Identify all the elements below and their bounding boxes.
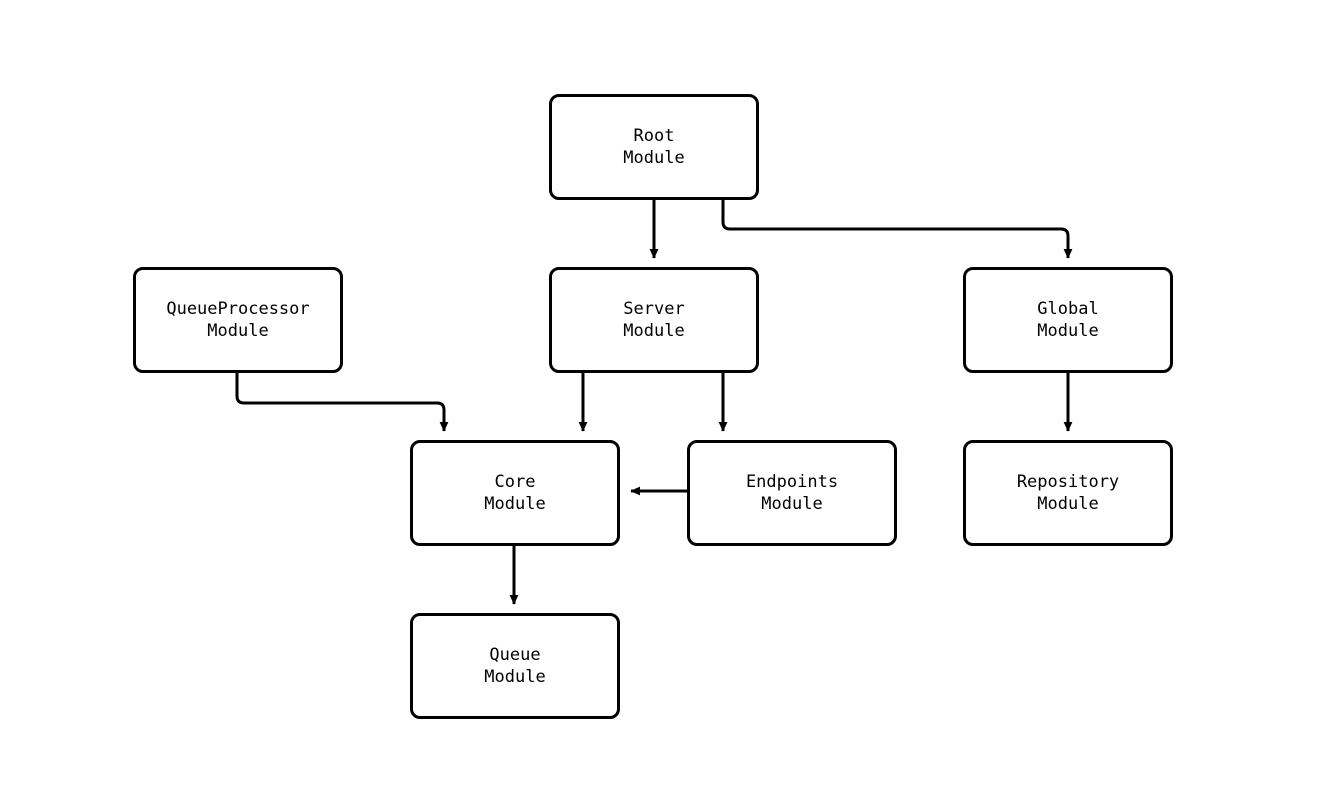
node-queueprocessor[interactable]: QueueProcessor Module	[133, 267, 343, 373]
node-label-endpoints: Endpoints Module	[745, 472, 839, 514]
node-label-repository: Repository Module	[1016, 472, 1120, 514]
node-core[interactable]: Core Module	[410, 440, 620, 546]
node-root[interactable]: Root Module	[549, 94, 759, 200]
node-label-server: Server Module	[623, 299, 685, 341]
node-label-global: Global Module	[1037, 299, 1099, 341]
node-label-queueprocessor: QueueProcessor Module	[166, 299, 310, 341]
node-label-queue: Queue Module	[484, 645, 546, 687]
node-endpoints[interactable]: Endpoints Module	[687, 440, 897, 546]
node-label-core: Core Module	[484, 472, 546, 514]
node-queue[interactable]: Queue Module	[410, 613, 620, 719]
node-label-root: Root Module	[623, 126, 685, 168]
edge-queueprocessor-to-core	[235, 373, 449, 432]
node-global[interactable]: Global Module	[963, 267, 1173, 373]
node-server[interactable]: Server Module	[549, 267, 759, 373]
node-repository[interactable]: Repository Module	[963, 440, 1173, 546]
edge-root-to-global	[721, 200, 1073, 259]
